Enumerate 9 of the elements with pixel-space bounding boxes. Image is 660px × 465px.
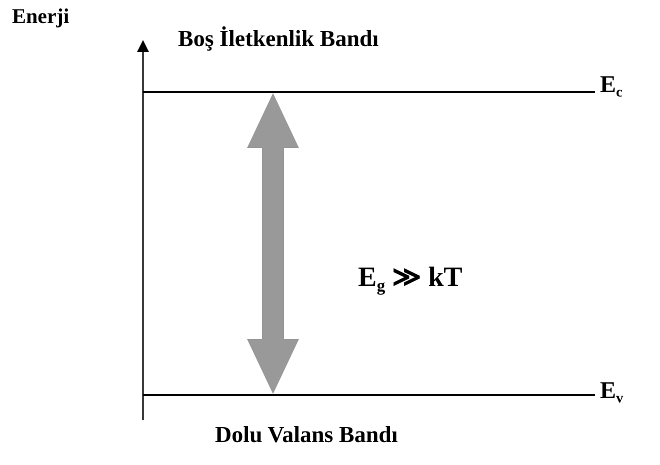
band-label: Boş İletkenlik Bandı	[178, 26, 379, 52]
axis-label: Enerji	[12, 4, 70, 28]
band-label: Dolu Valans Bandı	[215, 422, 398, 448]
double-arrow	[247, 93, 299, 394]
band-edge-label: E$_{v}$	[600, 378, 624, 407]
band-edge-line	[143, 91, 595, 93]
band-edge-label: E$_{c}$	[600, 72, 622, 101]
gap-equation: E$_{g}$ ≫ kT	[358, 262, 462, 296]
band-edge-line	[143, 394, 595, 396]
